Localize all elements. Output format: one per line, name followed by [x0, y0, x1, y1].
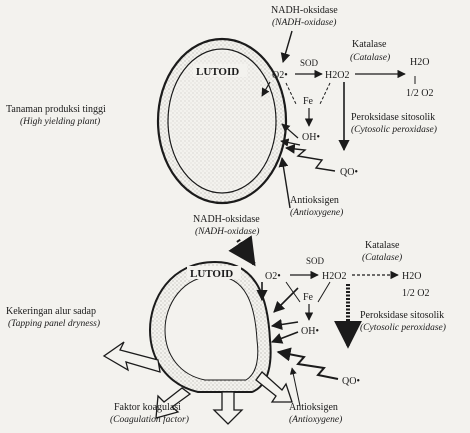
top-peroksidase: Peroksidase sitosolik — [351, 112, 435, 123]
bottom-antioksigen: Antioksigen — [289, 402, 338, 413]
bottom-half-o2: 1/2 O2 — [402, 288, 430, 299]
bottom-dryness-italic: (Tapping panel dryness) — [8, 318, 100, 329]
top-katalase: Katalase — [352, 39, 387, 50]
bottom-peroksidase: Peroksidase sitosolik — [360, 310, 444, 321]
bottom-qo: QO• — [342, 376, 360, 387]
top-nadh-arrow — [283, 31, 292, 62]
top-peroksidase-italic: (Cytosolic peroxidase) — [351, 124, 437, 135]
bottom-antioksigen-italic: (Antioxygene) — [289, 414, 342, 425]
top-lutoid-label: LUTOID — [196, 66, 239, 78]
top-plant-label: Tanaman produksi tinggi — [6, 104, 106, 115]
bottom-antioxygen-arrow — [292, 368, 300, 406]
bottom-panel: LUTOID NADH-oksidase (NADH-oxidase) O2• … — [6, 214, 446, 425]
top-nadh-italic: (NADH-oxidase) — [272, 17, 336, 28]
top-hydroxyl: OH• — [302, 132, 320, 143]
bottom-attack-arrow-2 — [272, 322, 298, 326]
top-panel: LUTOID NADH-oksidase (NADH-oxidase) O2• … — [6, 5, 437, 218]
bottom-factor-label: Faktor koagulasi — [114, 402, 181, 413]
top-h2o: H2O — [410, 57, 429, 68]
bottom-nadh-label: NADH-oksidase — [193, 214, 260, 225]
bottom-qo-zigzag — [278, 352, 338, 379]
bottom-nadh-italic: (NADH-oxidase) — [195, 226, 259, 237]
top-fe: Fe — [303, 96, 314, 107]
bottom-peroksidase-italic: (Cytosolic peroxidase) — [360, 322, 446, 333]
bottom-superoxide: O2• — [265, 271, 281, 282]
bottom-leak-arrow-down — [214, 392, 242, 424]
bottom-attack-arrow-1 — [274, 288, 298, 312]
bottom-h2o2: H2O2 — [322, 271, 346, 282]
top-nadh-label: NADH-oksidase — [271, 5, 338, 16]
bottom-h2o: H2O — [402, 271, 421, 282]
bottom-nadh-arrow — [238, 240, 254, 264]
bottom-hydroxyl: OH• — [301, 326, 319, 337]
bottom-attack-arrow-3 — [272, 332, 298, 342]
top-antioxygen-arrow — [282, 158, 290, 208]
top-qo: QO• — [340, 167, 358, 178]
bottom-leak-arrow-down-right — [256, 372, 292, 402]
bottom-lutoid-label: LUTOID — [190, 268, 233, 280]
bottom-dryness-label: Kekeringan alur sadap — [6, 306, 96, 317]
bottom-katalase: Katalase — [365, 240, 400, 251]
bottom-lutoid-inner — [165, 276, 258, 380]
bottom-sod: SOD — [306, 256, 325, 266]
top-qo-zigzag — [286, 148, 335, 171]
top-sod: SOD — [300, 58, 319, 68]
top-antioksigen-italic: (Antioxygene) — [290, 207, 343, 218]
top-plant-italic: (High yielding plant) — [20, 116, 100, 127]
top-katalase-italic: (Catalase) — [350, 52, 390, 63]
top-antioksigen: Antioksigen — [290, 195, 339, 206]
top-superoxide: O2• — [272, 70, 288, 81]
top-half-o2: 1/2 O2 — [406, 88, 434, 99]
bottom-factor-italic: (Coagulation factor) — [110, 414, 189, 425]
bottom-katalase-italic: (Catalase) — [362, 252, 402, 263]
bottom-fe: Fe — [303, 292, 314, 303]
top-h2o2: H2O2 — [325, 70, 349, 81]
